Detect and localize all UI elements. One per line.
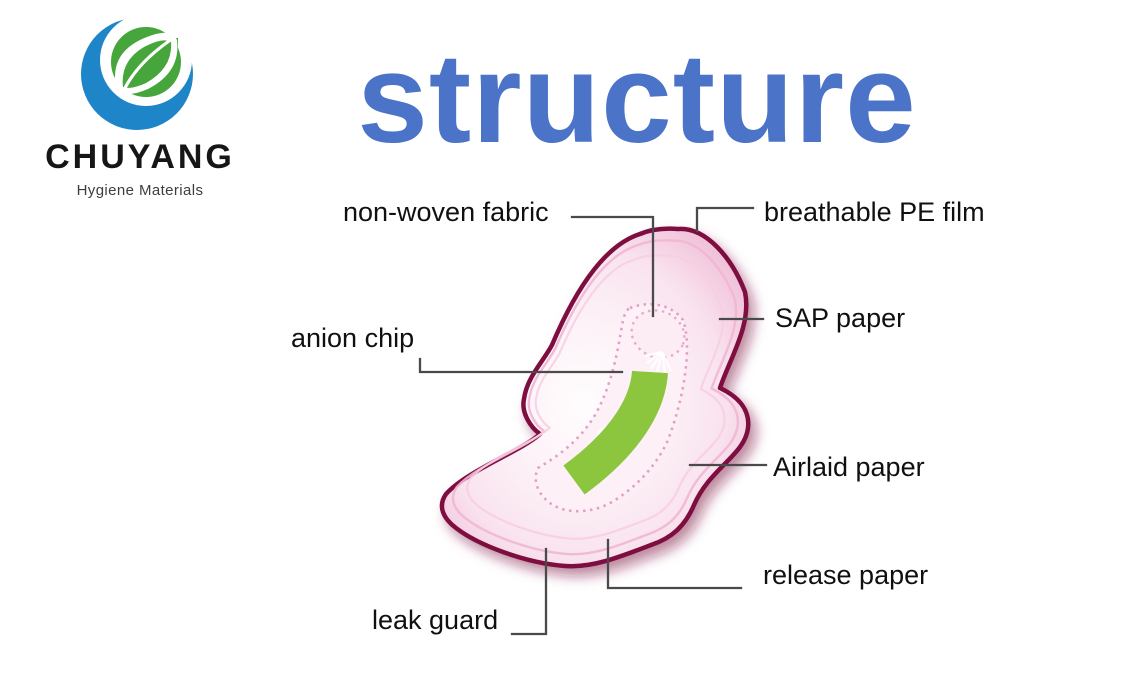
pad-inner-contour-2 (466, 254, 726, 540)
page-title: structure (357, 27, 917, 169)
leader-anion-chip (418, 357, 624, 374)
leader-non-woven-fabric (570, 215, 655, 318)
leader-lines (418, 206, 768, 636)
leader-release-paper (606, 538, 743, 590)
brand-tagline: Hygiene Materials (76, 182, 204, 199)
core-top-oval (630, 309, 686, 359)
label-airlaid-paper: Airlaid paper (773, 452, 925, 482)
label-non-woven-fabric: non-woven fabric (343, 197, 549, 227)
label-leak-guard: leak guard (372, 605, 499, 635)
label-anion-chip: anion chip (291, 323, 415, 353)
leader-leak-guard (510, 547, 548, 636)
pad-inner-contour (451, 239, 740, 556)
label-breathable-pe-film: breathable PE film (764, 197, 985, 227)
chuyang-leaf-icon (81, 14, 193, 130)
label-sap-paper: SAP paper (775, 303, 906, 333)
anion-chip-shape (563, 370, 668, 495)
sanitary-pad-illustration (439, 226, 751, 569)
leader-breathable-pe-film (695, 206, 755, 233)
emboss-fan-top (644, 350, 672, 374)
label-release-paper: release paper (763, 560, 929, 590)
chuyang-logo: CHUYANG Hygiene Materials (30, 10, 250, 210)
brand-name: CHUYANG (45, 138, 235, 176)
